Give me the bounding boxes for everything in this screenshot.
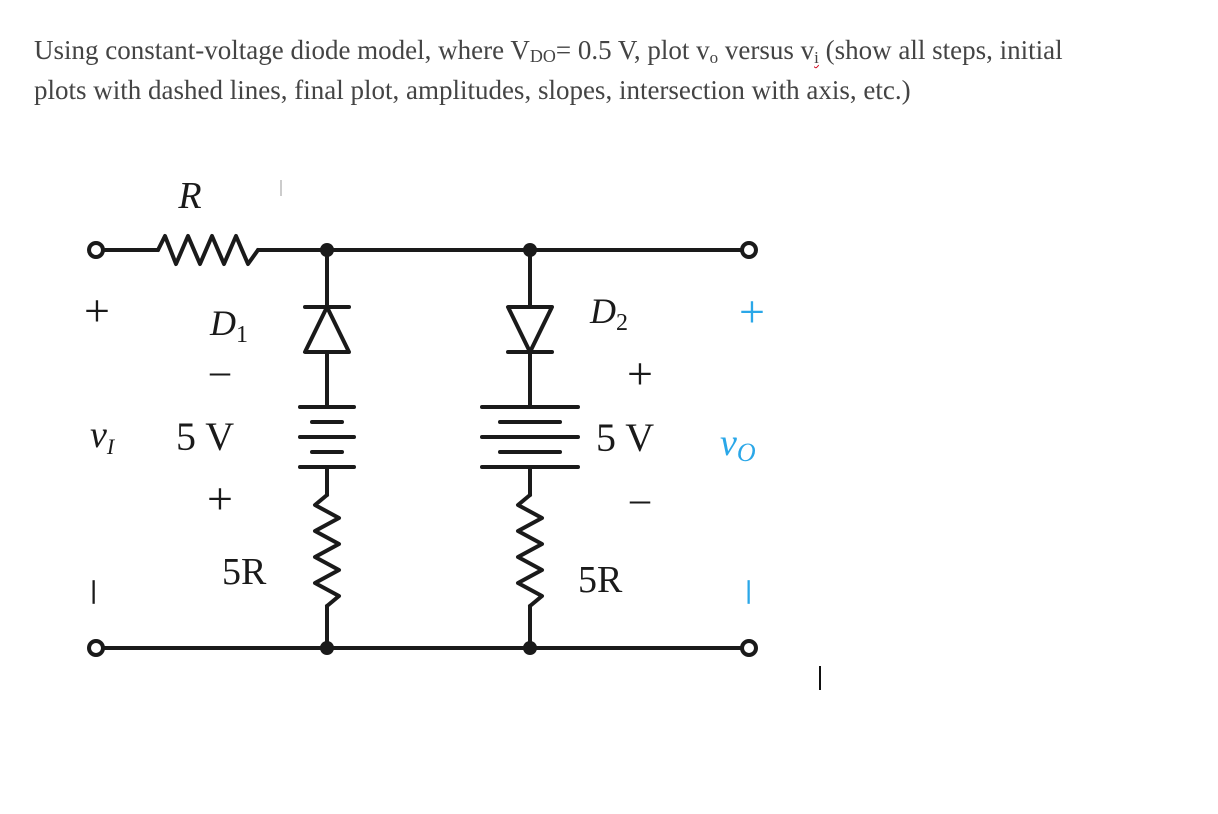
vi-subscript: i bbox=[814, 48, 819, 67]
d2-battery-top-sign: + bbox=[627, 348, 653, 399]
output-terminal-top bbox=[740, 241, 758, 259]
resistor-5r-1 bbox=[313, 493, 341, 608]
d2-resistor-label: 5R bbox=[578, 559, 623, 601]
d2-battery-voltage: 5 V bbox=[596, 415, 654, 460]
output-minus-sign: – bbox=[728, 580, 779, 605]
input-label: vI bbox=[90, 414, 116, 459]
problem-line-2: plots with dashed lines, final plot, amp… bbox=[34, 75, 911, 105]
junction-dot bbox=[523, 243, 537, 257]
diode-d2-triangle bbox=[506, 305, 554, 354]
problem-statement: Using constant-voltage diode model, wher… bbox=[34, 34, 1194, 107]
problem-text: (show all steps, initial bbox=[818, 35, 1063, 65]
junction-dot bbox=[320, 243, 334, 257]
problem-text: versus v bbox=[718, 35, 815, 65]
junction-dot bbox=[523, 641, 537, 655]
d2-label: D2 bbox=[589, 291, 628, 336]
d1-battery-top-sign: – bbox=[209, 348, 231, 393]
output-plus-sign: + bbox=[739, 286, 765, 337]
input-terminal-top bbox=[87, 241, 105, 259]
input-minus-sign: – bbox=[73, 580, 124, 605]
input-plus-sign: + bbox=[84, 285, 110, 336]
resistor-5r-2 bbox=[516, 493, 544, 608]
text-cursor[interactable] bbox=[819, 666, 821, 690]
d2-battery-bottom-sign: – bbox=[629, 476, 651, 521]
d1-resistor-label: 5R bbox=[222, 551, 267, 593]
d1-battery-bottom-sign: + bbox=[207, 473, 233, 524]
resistor-r-label: R bbox=[177, 175, 201, 217]
problem-text: = 0.5 V, plot v bbox=[555, 35, 710, 65]
stray-mark bbox=[280, 180, 282, 196]
d1-battery-voltage: 5 V bbox=[176, 414, 234, 459]
resistor-r bbox=[156, 234, 260, 266]
output-terminal-bottom bbox=[740, 639, 758, 657]
junction-dot bbox=[320, 641, 334, 655]
problem-text: Using constant-voltage diode model, wher… bbox=[34, 35, 530, 65]
diode-d1-triangle bbox=[303, 305, 351, 354]
problem-line-1: Using constant-voltage diode model, wher… bbox=[34, 34, 1194, 74]
vo-subscript: o bbox=[709, 48, 719, 67]
vdo-subscript: DO bbox=[529, 46, 556, 66]
d1-label: D1 bbox=[209, 303, 248, 348]
input-terminal-bottom bbox=[87, 639, 105, 657]
output-label: vO bbox=[720, 422, 756, 467]
